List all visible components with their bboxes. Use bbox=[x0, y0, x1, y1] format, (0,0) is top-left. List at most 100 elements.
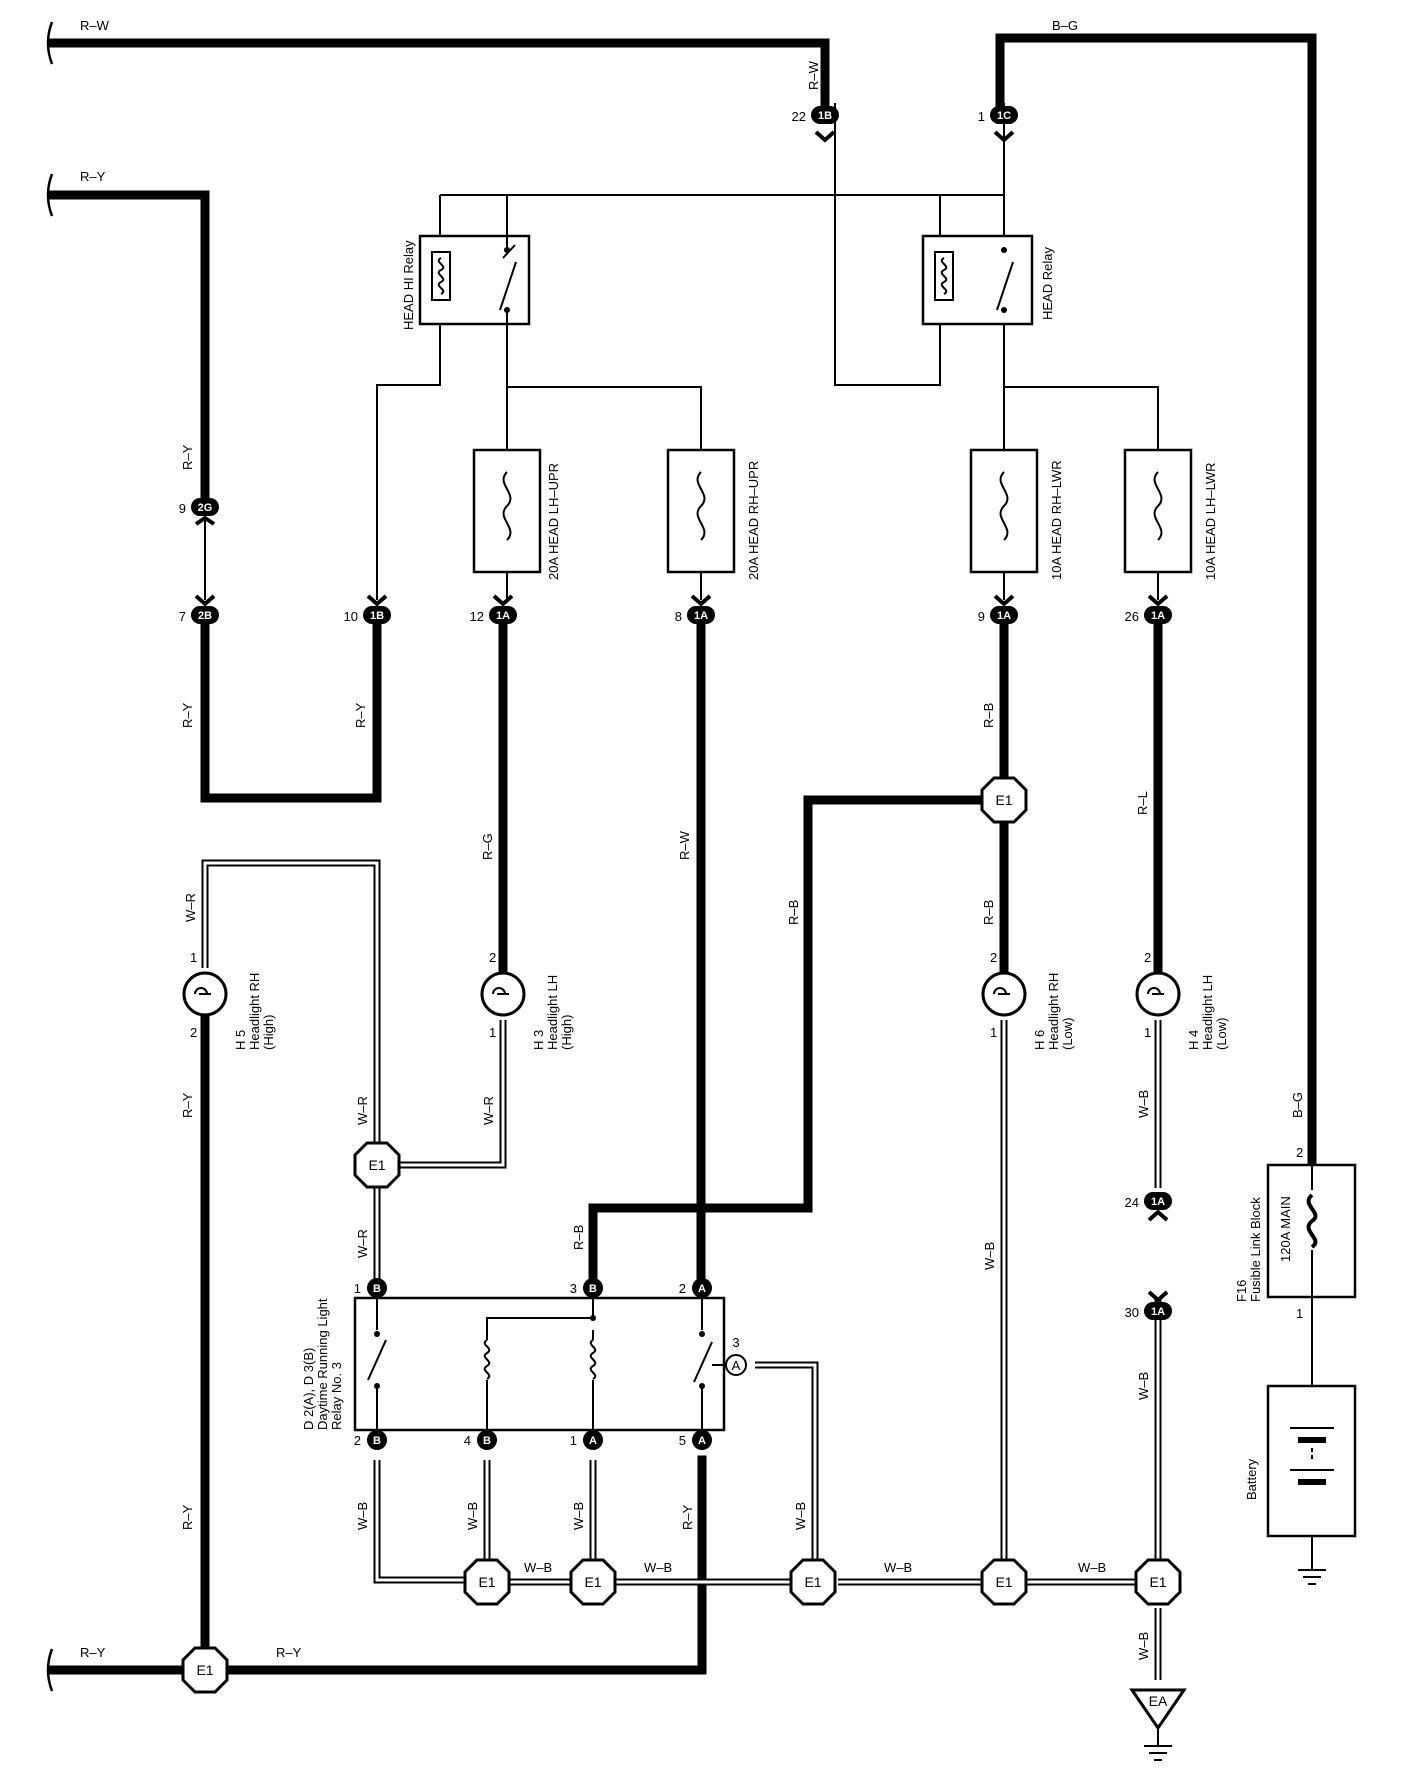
svg-text:E1: E1 bbox=[584, 1574, 601, 1590]
connector-2g-9: 2G 9 bbox=[179, 498, 219, 526]
h5-code: H 5 bbox=[233, 1030, 248, 1050]
svg-text:R–G: R–G bbox=[480, 833, 495, 860]
double-wires bbox=[201, 859, 1162, 1680]
fuse-lh-lwr-label: 10A HEAD LH–LWR bbox=[1203, 462, 1218, 580]
headlight-h4: 2 1 H 4 Headlight LH (Low) bbox=[1135, 950, 1229, 1050]
drl-pin-5a: A 5 bbox=[679, 1430, 712, 1450]
svg-text:22: 22 bbox=[792, 109, 806, 124]
battery: Battery bbox=[1244, 1384, 1357, 1585]
svg-text:1: 1 bbox=[190, 950, 197, 965]
drl-pin-3a: A 3 bbox=[725, 1335, 747, 1376]
svg-text:R–B: R–B bbox=[786, 900, 801, 925]
svg-text:1A: 1A bbox=[694, 610, 708, 622]
splice-e1-ry: E1 bbox=[181, 1646, 229, 1694]
wire-ends bbox=[46, 21, 54, 1692]
h4-code: H 4 bbox=[1186, 1030, 1201, 1050]
svg-text:E1: E1 bbox=[995, 792, 1012, 808]
svg-text:R–B: R–B bbox=[981, 703, 996, 728]
fuse-rh-lwr-label: 10A HEAD RH–LWR bbox=[1049, 460, 1064, 580]
svg-text:W–B: W–B bbox=[1136, 1372, 1151, 1400]
svg-text:5: 5 bbox=[679, 1433, 686, 1448]
h6-beam: (Low) bbox=[1060, 1017, 1075, 1050]
svg-text:R–Y: R–Y bbox=[180, 444, 195, 470]
svg-text:W–B: W–B bbox=[1078, 1560, 1106, 1575]
svg-text:12: 12 bbox=[470, 609, 484, 624]
svg-text:B: B bbox=[589, 1283, 597, 1295]
splice-e1-wr: E1 bbox=[353, 1141, 401, 1189]
svg-text:R–Y: R–Y bbox=[680, 1504, 695, 1530]
drl-relay: B 1 B 3 A 2 A 3 B 2 B 4 bbox=[301, 1278, 747, 1450]
svg-text:A: A bbox=[698, 1283, 706, 1295]
svg-text:B–G: B–G bbox=[1290, 1092, 1305, 1118]
svg-text:1A: 1A bbox=[496, 610, 510, 622]
svg-text:7: 7 bbox=[179, 609, 186, 624]
svg-text:E1: E1 bbox=[196, 1662, 213, 1678]
svg-text:2: 2 bbox=[1296, 1145, 1303, 1160]
svg-text:A: A bbox=[589, 1435, 597, 1447]
svg-text:1C: 1C bbox=[997, 110, 1011, 122]
h4-name: Headlight LH bbox=[1200, 975, 1215, 1050]
fuse-rh-upr-label: 20A HEAD RH–UPR bbox=[746, 461, 761, 580]
svg-text:24: 24 bbox=[1125, 1195, 1139, 1210]
svg-text:1A: 1A bbox=[1151, 1306, 1165, 1318]
wire-labels: R–W B–G R–Y R–Y R–W R–Y R–Y R–G R–W R–B … bbox=[80, 18, 1305, 1660]
svg-text:W–B: W–B bbox=[1136, 1632, 1151, 1660]
svg-text:2: 2 bbox=[679, 1281, 686, 1296]
svg-text:1: 1 bbox=[570, 1433, 577, 1448]
wire-ry-top bbox=[47, 190, 210, 499]
svg-text:W–B: W–B bbox=[1136, 1090, 1151, 1118]
fuse-lh-upr-label: 20A HEAD LH–UPR bbox=[546, 463, 561, 580]
wire-ry-bottom bbox=[47, 1455, 707, 1675]
svg-text:W–R: W–R bbox=[481, 1096, 496, 1125]
svg-text:W–R: W–R bbox=[355, 1096, 370, 1125]
drl-pin-2b: B 2 bbox=[354, 1430, 387, 1450]
connector-1b-22: 1B 22 bbox=[792, 106, 839, 143]
svg-text:R–W: R–W bbox=[806, 60, 821, 90]
headlight-h3: 2 1 H 3 Headlight LH (High) bbox=[480, 950, 574, 1050]
svg-text:9: 9 bbox=[179, 501, 186, 516]
svg-text:1: 1 bbox=[1296, 1306, 1303, 1321]
drl-name: Daytime Running Light bbox=[315, 1298, 330, 1430]
drl-pin-2a: A 2 bbox=[679, 1278, 712, 1298]
svg-text:2: 2 bbox=[354, 1433, 361, 1448]
drl-name2: Relay No. 3 bbox=[329, 1362, 344, 1430]
h3-code: H 3 bbox=[531, 1030, 546, 1050]
svg-text:1A: 1A bbox=[1151, 610, 1165, 622]
svg-text:2: 2 bbox=[1144, 950, 1151, 965]
svg-text:2G: 2G bbox=[198, 502, 213, 514]
splice-e1-gnd-4: E1 bbox=[980, 1558, 1028, 1606]
h3-beam: (High) bbox=[559, 1015, 574, 1050]
head-relay-label: HEAD Relay bbox=[1040, 247, 1055, 320]
svg-text:4: 4 bbox=[464, 1433, 471, 1448]
svg-text:B: B bbox=[483, 1435, 491, 1447]
svg-text:B: B bbox=[373, 1283, 381, 1295]
fuse-rh-lwr: 10A HEAD RH–LWR bbox=[969, 448, 1064, 580]
drl-pin-3b: B 3 bbox=[570, 1278, 603, 1298]
svg-text:E1: E1 bbox=[478, 1574, 495, 1590]
wire-bg-top bbox=[995, 33, 1317, 1170]
svg-text:1: 1 bbox=[990, 1025, 997, 1040]
drl-pin-4b: B 4 bbox=[464, 1430, 497, 1450]
svg-text:B–G: B–G bbox=[1052, 18, 1078, 33]
fusible-link-block: 2 1 120A MAIN F16 Fusible Link Block bbox=[1234, 1145, 1357, 1321]
svg-text:10: 10 bbox=[344, 609, 358, 624]
svg-text:A: A bbox=[732, 1358, 741, 1373]
svg-text:1: 1 bbox=[978, 109, 985, 124]
h5-beam: (High) bbox=[261, 1015, 276, 1050]
splice-e1-gnd-3: E1 bbox=[789, 1558, 837, 1606]
splice-e1-gnd-1: E1 bbox=[463, 1558, 511, 1606]
svg-text:W–B: W–B bbox=[982, 1242, 997, 1270]
wire-rw-top bbox=[47, 38, 830, 108]
svg-text:1: 1 bbox=[1144, 1025, 1151, 1040]
thick-wires bbox=[47, 33, 1317, 1675]
svg-text:W–B: W–B bbox=[465, 1502, 480, 1530]
svg-text:1: 1 bbox=[354, 1281, 361, 1296]
svg-text:W–B: W–B bbox=[571, 1502, 586, 1530]
h4-beam: (Low) bbox=[1214, 1017, 1229, 1050]
wire-ry-loop bbox=[200, 615, 382, 803]
connector-1a-8: 1A 8 bbox=[675, 594, 715, 624]
svg-text:3: 3 bbox=[570, 1281, 577, 1296]
svg-text:R–Y: R–Y bbox=[180, 1504, 195, 1530]
svg-text:R–Y: R–Y bbox=[180, 702, 195, 728]
ground-ea: EA bbox=[1129, 1688, 1187, 1761]
